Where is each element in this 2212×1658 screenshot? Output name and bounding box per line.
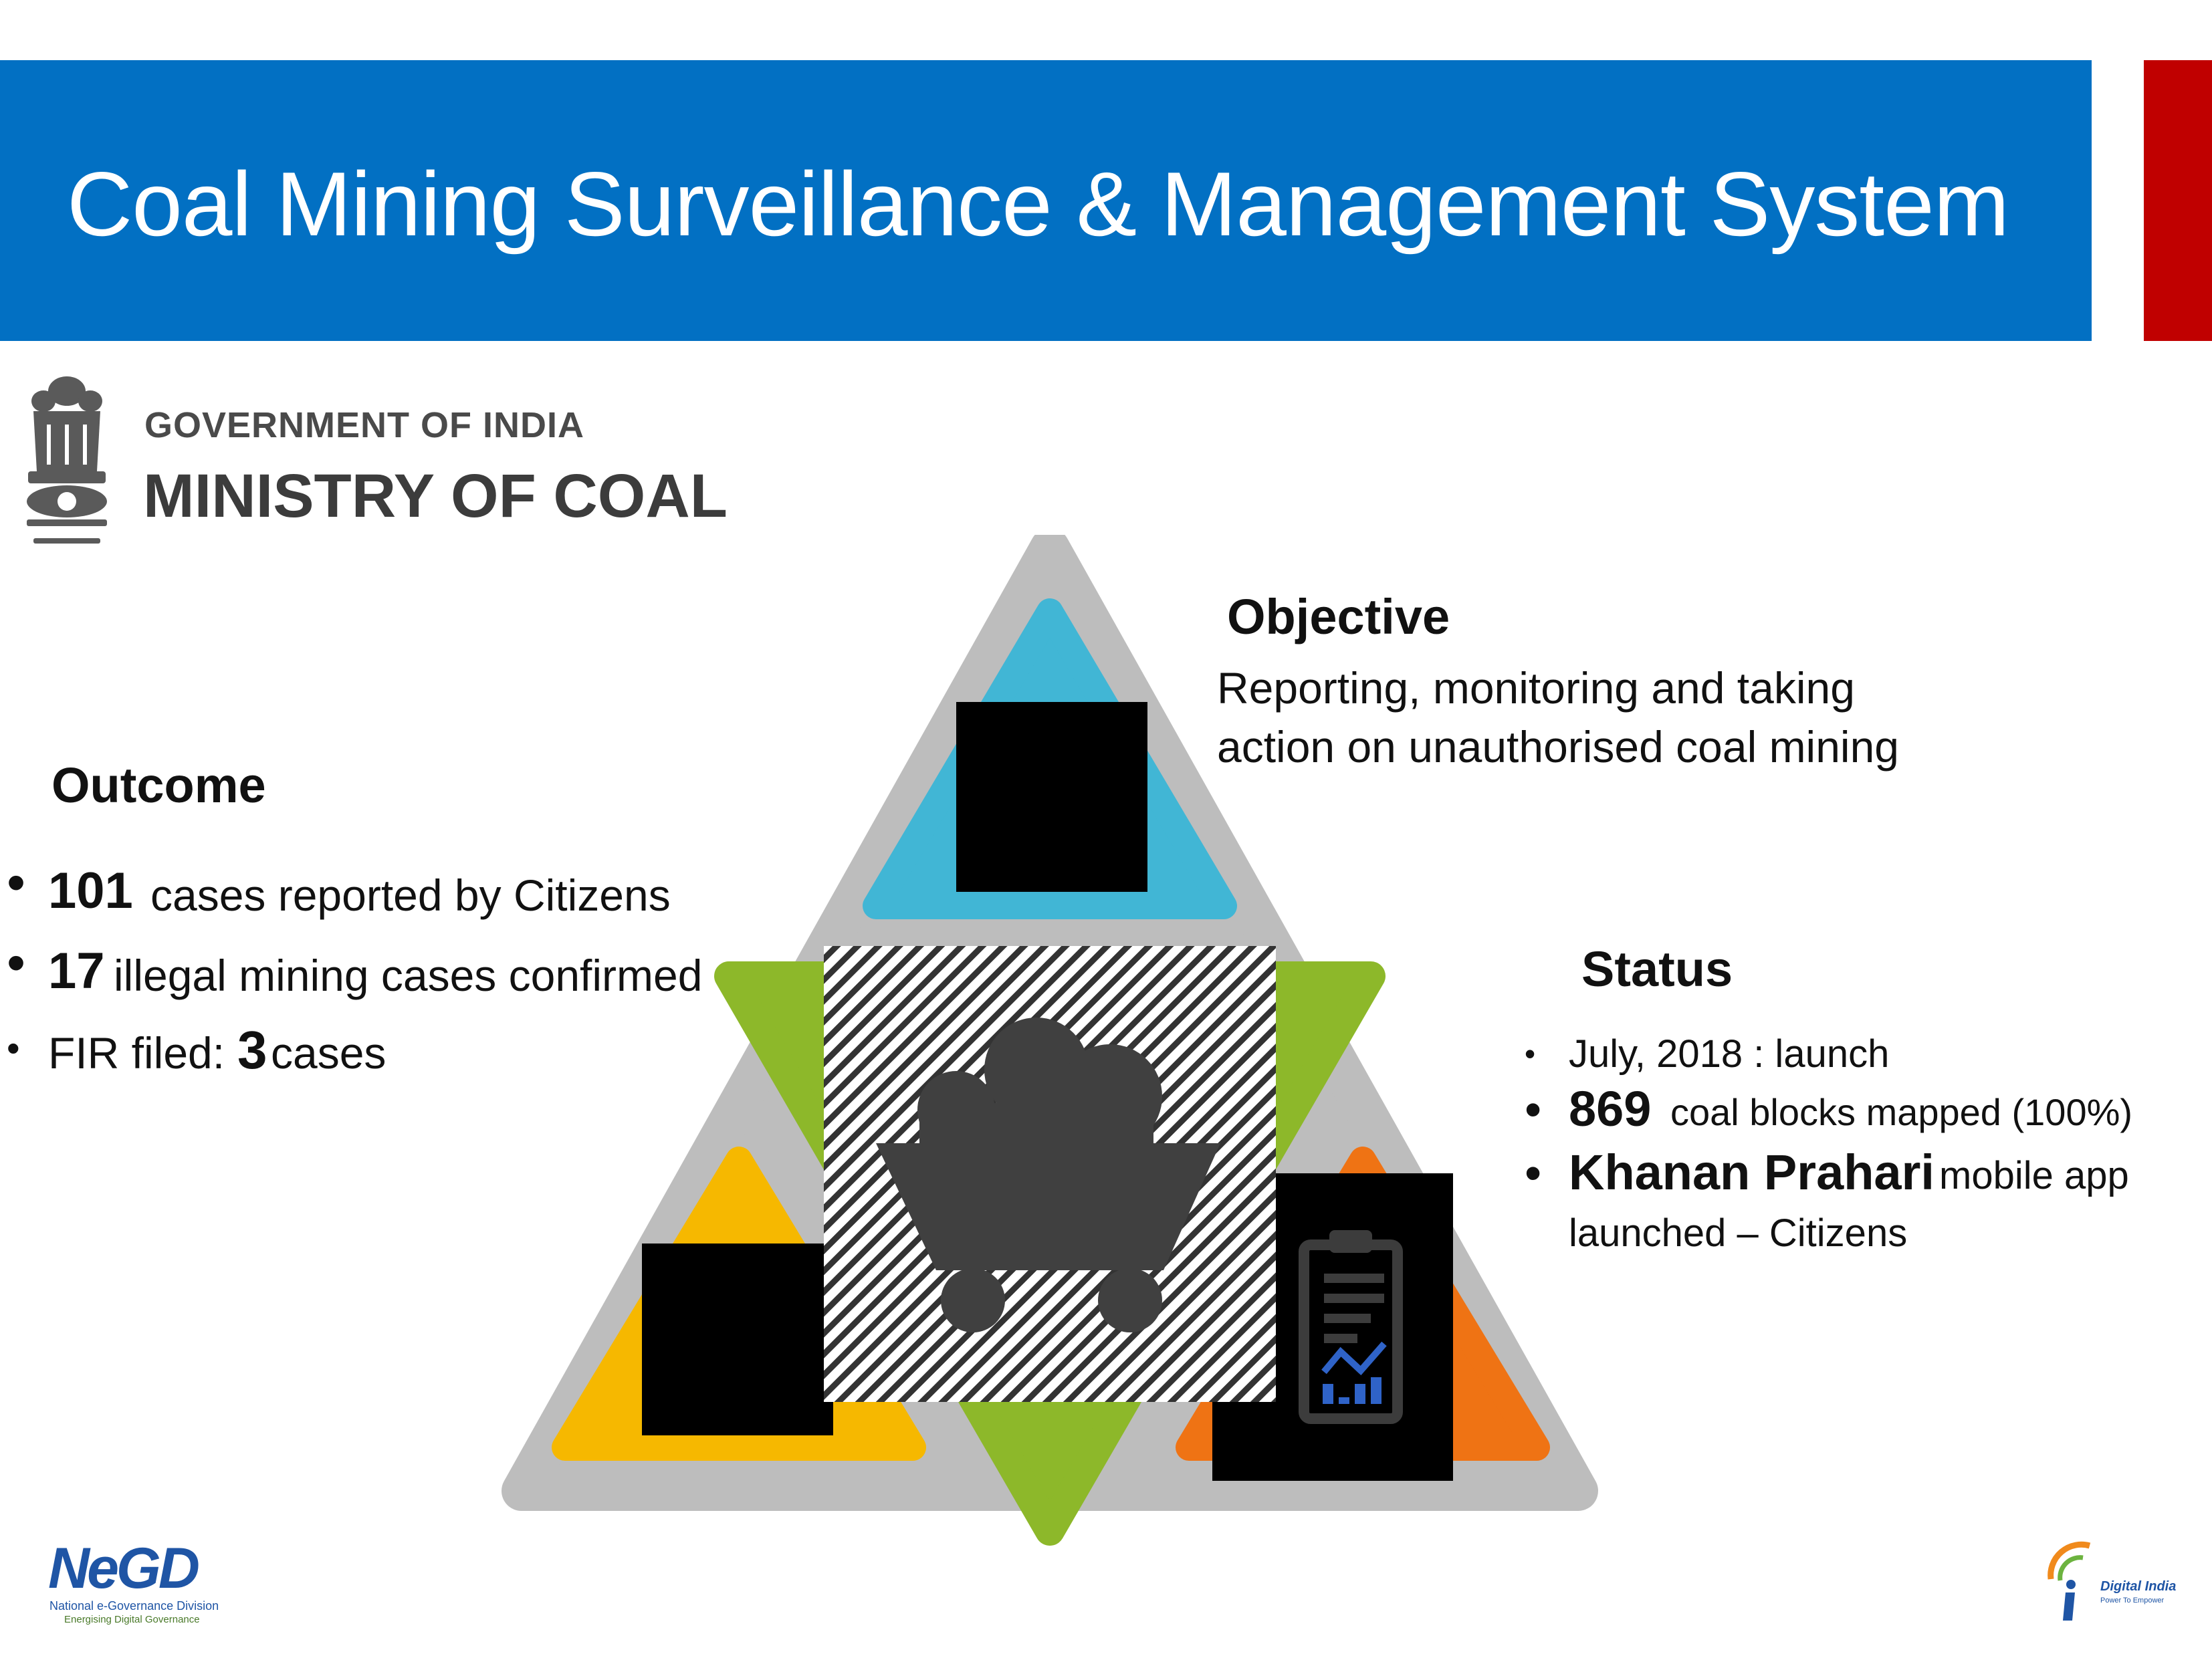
negd-logo-mark: NeGD	[48, 1536, 200, 1601]
status-text: coal blocks mapped (100%)	[1670, 1091, 2133, 1133]
digital-india-mark-icon	[2048, 1541, 2091, 1621]
bullet: •	[7, 1027, 20, 1069]
outcome-number: 101	[48, 862, 133, 919]
redacted-block-icon	[956, 702, 1147, 892]
bullet: •	[1525, 1147, 1542, 1200]
objective-text-line1: Reporting, monitoring and taking	[1217, 663, 1855, 713]
title-accent-bar	[2144, 60, 2212, 341]
outcome-text: cases	[271, 1028, 386, 1078]
bullet: •	[7, 933, 26, 992]
bullet: •	[1525, 1036, 1536, 1071]
triangle-diagram	[502, 535, 1598, 1546]
redacted-block-icon	[642, 1244, 833, 1435]
bullet: •	[1525, 1083, 1542, 1137]
outcome-text: illegal mining cases confirmed	[114, 951, 703, 1000]
objective-text-line2: action on unauthorised coal mining	[1217, 722, 1900, 772]
outcome-heading: Outcome	[51, 757, 266, 813]
outcome-number: 17	[48, 943, 105, 999]
ministry-line-1: GOVERNMENT OF INDIA	[144, 405, 585, 445]
ministry-logo: GOVERNMENT OF INDIA MINISTRY OF COAL	[13, 371, 736, 558]
status-text-line2: launched – Citizens	[1569, 1211, 1908, 1255]
objective-heading: Objective	[1227, 589, 1450, 644]
negd-subtitle-2: Energising Digital Governance	[64, 1614, 200, 1625]
status-number: Khanan Prahari	[1569, 1145, 1934, 1200]
objective-text: Reporting, monitoring and taking action …	[1217, 659, 1953, 776]
negd-subtitle-1: National e-Governance Division	[49, 1599, 219, 1613]
status-heading: Status	[1581, 941, 1733, 997]
title-band	[0, 60, 2092, 341]
outcome-prefix: FIR filed:	[48, 1028, 225, 1078]
coal-cart-icon	[876, 1018, 1220, 1332]
bullet: •	[7, 852, 26, 912]
digital-india-tagline: Power To Empower	[2100, 1596, 2165, 1605]
outcome-text: cases reported by Citizens	[150, 870, 671, 920]
status-text: mobile app	[1939, 1154, 2129, 1197]
status-text: July, 2018 : launch	[1569, 1032, 1890, 1076]
national-emblem-icon	[27, 376, 107, 544]
ministry-line-2: MINISTRY OF COAL	[143, 462, 728, 530]
slide-title: Coal Mining Surveillance & Management Sy…	[67, 153, 2009, 255]
digital-india-logo: Digital India Power To Empower	[2043, 1538, 2183, 1631]
digital-india-text: Digital India	[2100, 1579, 2177, 1594]
outcome-number: 3	[237, 1020, 267, 1080]
negd-logo: NeGD National e-Governance Division Ener…	[48, 1538, 242, 1631]
status-number: 869	[1569, 1081, 1652, 1137]
